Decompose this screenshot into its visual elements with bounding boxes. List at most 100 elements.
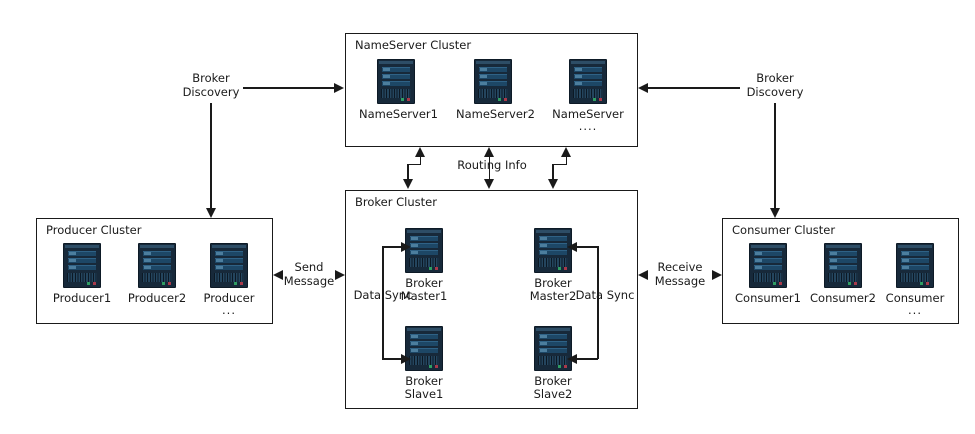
broker-discovery-right-horizontal — [648, 87, 740, 89]
data-sync-right-spine — [597, 246, 599, 359]
cluster-consumer: Consumer Cluster Consumer1 — [722, 218, 959, 324]
routing-info-middle-up-arrow — [484, 147, 494, 157]
data-sync-right-bottom-stem — [577, 358, 598, 360]
cluster-producer-title: Producer Cluster — [46, 223, 142, 237]
server-icon — [569, 59, 607, 104]
broker-discovery-right-arrow — [638, 82, 648, 93]
server-icon — [749, 243, 787, 288]
server-icon — [377, 59, 415, 104]
broker-discovery-left-vertical — [210, 103, 212, 210]
node-nameserver-more[interactable]: NameServer .... — [551, 59, 625, 132]
routing-info-right-down-arrow — [547, 179, 558, 189]
cluster-nameserver: NameServer Cluster NameServer1 — [345, 33, 638, 147]
receive-message-right-arrow — [712, 269, 722, 280]
node-label: NameServer — [552, 107, 624, 121]
broker-discovery-left-label-line1: Broker — [192, 71, 230, 85]
node-ellipsis: ... — [222, 303, 236, 317]
node-label-line2: Master2 — [529, 289, 577, 303]
routing-info-right-bridge — [552, 163, 567, 166]
data-sync-left-top-arrow — [401, 241, 411, 252]
data-sync-right-top-arrow — [567, 241, 577, 252]
node-label-line2: Slave2 — [533, 387, 573, 401]
receive-message-label-line1: Receive — [657, 260, 703, 274]
broker-discovery-right-label-line2: Discovery — [746, 84, 804, 99]
receive-message-label: Receive Message — [648, 260, 712, 288]
node-label: Producer2 — [127, 291, 187, 305]
node-consumer2[interactable]: Consumer2 — [806, 243, 880, 305]
broker-discovery-right-label: Broker Discovery — [737, 71, 813, 99]
data-sync-left-top-stem — [382, 246, 403, 248]
node-label: NameServer1 — [359, 107, 438, 121]
routing-info-left-down-stem — [407, 163, 409, 180]
send-message-right-arrow — [335, 269, 345, 280]
node-label-line2: Master1 — [400, 289, 448, 303]
node-label: Consumer1 — [735, 291, 801, 305]
routing-info-left-up-stem — [419, 156, 422, 165]
routing-info-right-up-stem — [565, 156, 568, 165]
broker-discovery-right-vertical — [774, 103, 776, 210]
cluster-broker-title: Broker Cluster — [355, 195, 437, 209]
cluster-consumer-title: Consumer Cluster — [732, 223, 836, 237]
node-nameserver2[interactable]: NameServer2 — [456, 59, 535, 121]
node-producer2[interactable]: Producer2 — [120, 243, 194, 305]
cluster-producer: Producer Cluster Producer1 — [36, 218, 273, 324]
node-label: Producer — [203, 291, 255, 305]
node-label-line1: Broker — [405, 276, 443, 290]
broker-discovery-left-label-line2: Discovery — [182, 84, 240, 99]
server-icon — [474, 59, 512, 104]
server-icon — [405, 228, 443, 273]
node-nameserver1[interactable]: NameServer1 — [359, 59, 438, 121]
node-label-line2: Slave1 — [404, 387, 444, 401]
receive-message-label-line2: Message — [654, 273, 706, 288]
server-icon — [210, 243, 248, 288]
cluster-nameserver-title: NameServer Cluster — [355, 38, 472, 52]
data-sync-left-bottom-arrow — [401, 353, 411, 364]
node-label: Producer1 — [52, 291, 112, 305]
node-broker-master1[interactable]: Broker Master1 — [387, 228, 461, 303]
cluster-broker: Broker Cluster Broker Master1 — [345, 190, 638, 409]
node-label-line1: Broker — [405, 374, 443, 388]
node-label: Consumer — [885, 291, 945, 305]
node-broker-slave2[interactable]: Broker Slave2 — [516, 326, 590, 401]
data-sync-right-top-stem — [577, 246, 598, 248]
server-icon — [138, 243, 176, 288]
routing-info-left-bridge — [407, 163, 421, 166]
node-producer-more[interactable]: Producer ... — [192, 243, 266, 316]
send-message-label-line2: Message — [283, 273, 335, 288]
node-consumer1[interactable]: Consumer1 — [731, 243, 805, 305]
data-sync-left-spine — [382, 246, 384, 359]
node-label: Consumer2 — [810, 291, 876, 305]
routing-info-left-up-arrow — [415, 147, 425, 157]
node-label-line1: Broker — [534, 276, 572, 290]
broker-discovery-right-down-arrow — [769, 208, 780, 218]
server-icon — [534, 326, 572, 371]
routing-info-right-up-arrow — [561, 147, 571, 157]
send-message-left-arrow — [273, 269, 283, 280]
broker-discovery-right-label-line1: Broker — [756, 71, 794, 85]
routing-info-left-down-arrow — [402, 179, 413, 189]
data-sync-left-bottom-stem — [382, 358, 403, 360]
routing-info-middle-down-arrow — [484, 179, 494, 189]
data-sync-right-label: Data Sync — [575, 288, 635, 302]
receive-message-left-arrow — [638, 269, 648, 280]
node-ellipsis: ... — [908, 303, 922, 317]
broker-discovery-left-arrow — [334, 82, 344, 93]
routing-info-middle-stem — [488, 156, 491, 179]
node-label-line1: Broker — [534, 374, 572, 388]
data-sync-left-label: Data Sync — [353, 288, 413, 302]
broker-discovery-left-down-arrow — [205, 208, 216, 218]
data-sync-right-bottom-arrow — [567, 353, 577, 364]
node-consumer-more[interactable]: Consumer ... — [878, 243, 952, 316]
routing-info-right-down-stem — [552, 163, 554, 180]
server-icon — [896, 243, 934, 288]
node-label: NameServer2 — [456, 107, 535, 121]
node-producer1[interactable]: Producer1 — [45, 243, 119, 305]
node-ellipsis: .... — [578, 119, 598, 133]
server-icon — [63, 243, 101, 288]
server-icon — [824, 243, 862, 288]
node-broker-slave1[interactable]: Broker Slave1 — [387, 326, 461, 401]
routing-info-label: Routing Info — [457, 158, 527, 172]
send-message-label: Send Message — [283, 260, 335, 288]
broker-discovery-left-horizontal — [243, 87, 335, 89]
